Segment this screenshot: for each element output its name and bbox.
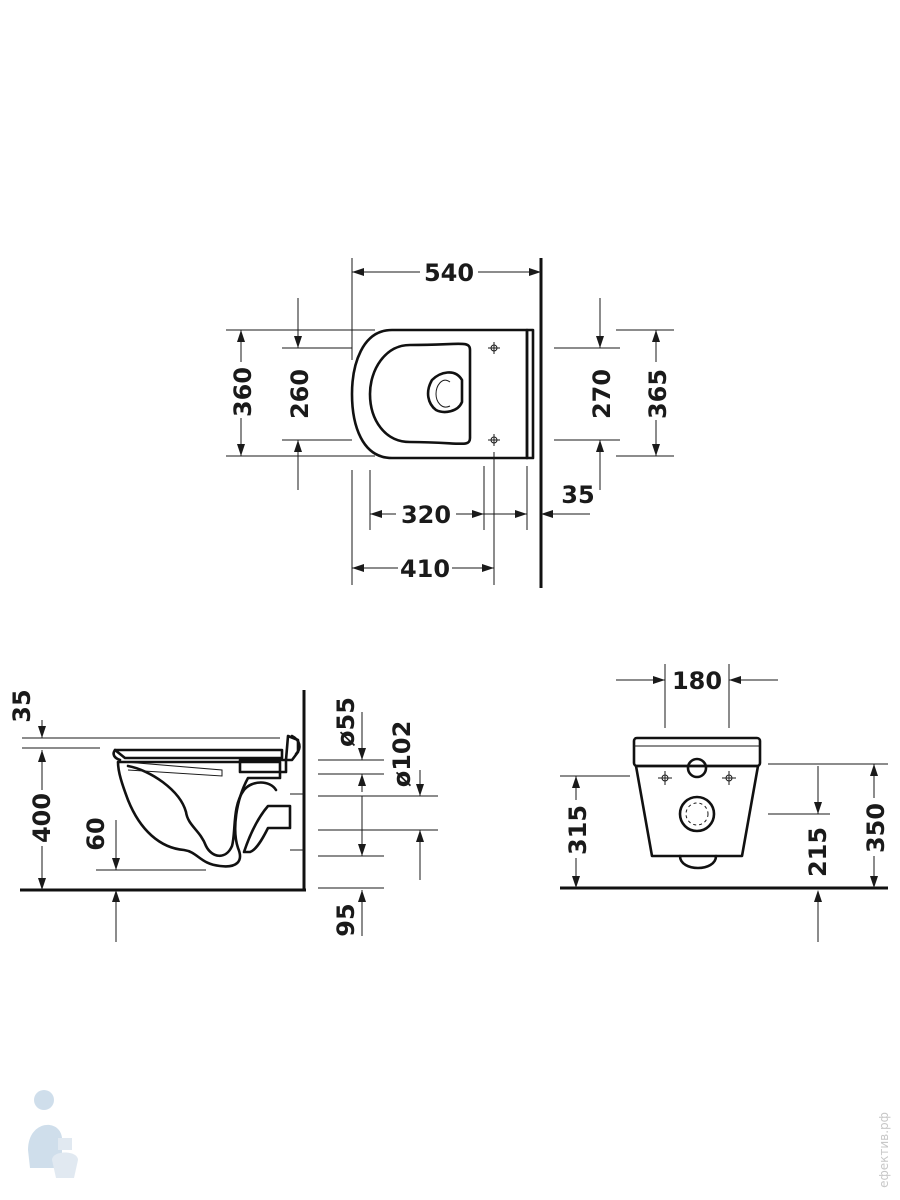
- dim-315: 315: [564, 805, 592, 855]
- side-bowl-inner: [126, 764, 278, 858]
- top-flush-inner: [435, 379, 451, 408]
- dim-35-side: 35: [8, 689, 36, 722]
- watermark-text: ефектив.рф: [877, 1112, 891, 1188]
- watermark-plumber-logo: [28, 1090, 78, 1178]
- back-seat-band: [632, 736, 762, 768]
- back-inlet-hole: [686, 757, 708, 779]
- dim-inlet-diameter: ø55: [332, 697, 360, 747]
- side-view: 35 400 60 ø55 ø102: [8, 689, 438, 942]
- top-bowl-outline: [350, 328, 529, 460]
- back-outlet-hole: [678, 795, 716, 833]
- dim-95: 95: [332, 903, 360, 936]
- side-outlet-pipe: [242, 804, 292, 854]
- dim-365: 365: [644, 369, 672, 419]
- side-inlet-block: [238, 734, 300, 774]
- top-view: 540 360 260 270 365: [226, 258, 674, 588]
- dim-270: 270: [588, 369, 616, 419]
- dim-180: 180: [672, 667, 722, 695]
- dim-410: 410: [400, 555, 450, 583]
- top-flush-opening: [426, 371, 464, 414]
- dim-260: 260: [286, 369, 314, 419]
- top-bowl-inner: [368, 342, 472, 446]
- top-fixing-upper: [488, 342, 500, 354]
- dim-350: 350: [862, 803, 890, 853]
- top-fixing-lower: [488, 434, 500, 446]
- back-view: 180 315 215 350: [560, 664, 890, 942]
- dim-400: 400: [28, 793, 56, 843]
- back-fixing-left: [658, 771, 672, 785]
- dim-35-top: 35: [561, 481, 594, 509]
- side-bowl-body: [116, 760, 282, 868]
- dim-215: 215: [804, 827, 832, 877]
- top-back-plate: [525, 328, 535, 460]
- back-fixing-right: [722, 771, 736, 785]
- side-seat: [113, 748, 284, 760]
- dim-360: 360: [229, 367, 257, 417]
- dim-60: 60: [82, 817, 110, 850]
- dim-320: 320: [401, 501, 451, 529]
- dim-outlet-diameter: ø102: [388, 721, 416, 788]
- dim-540: 540: [424, 259, 474, 287]
- back-bowl-body: [634, 764, 760, 858]
- back-outlet: [678, 854, 718, 870]
